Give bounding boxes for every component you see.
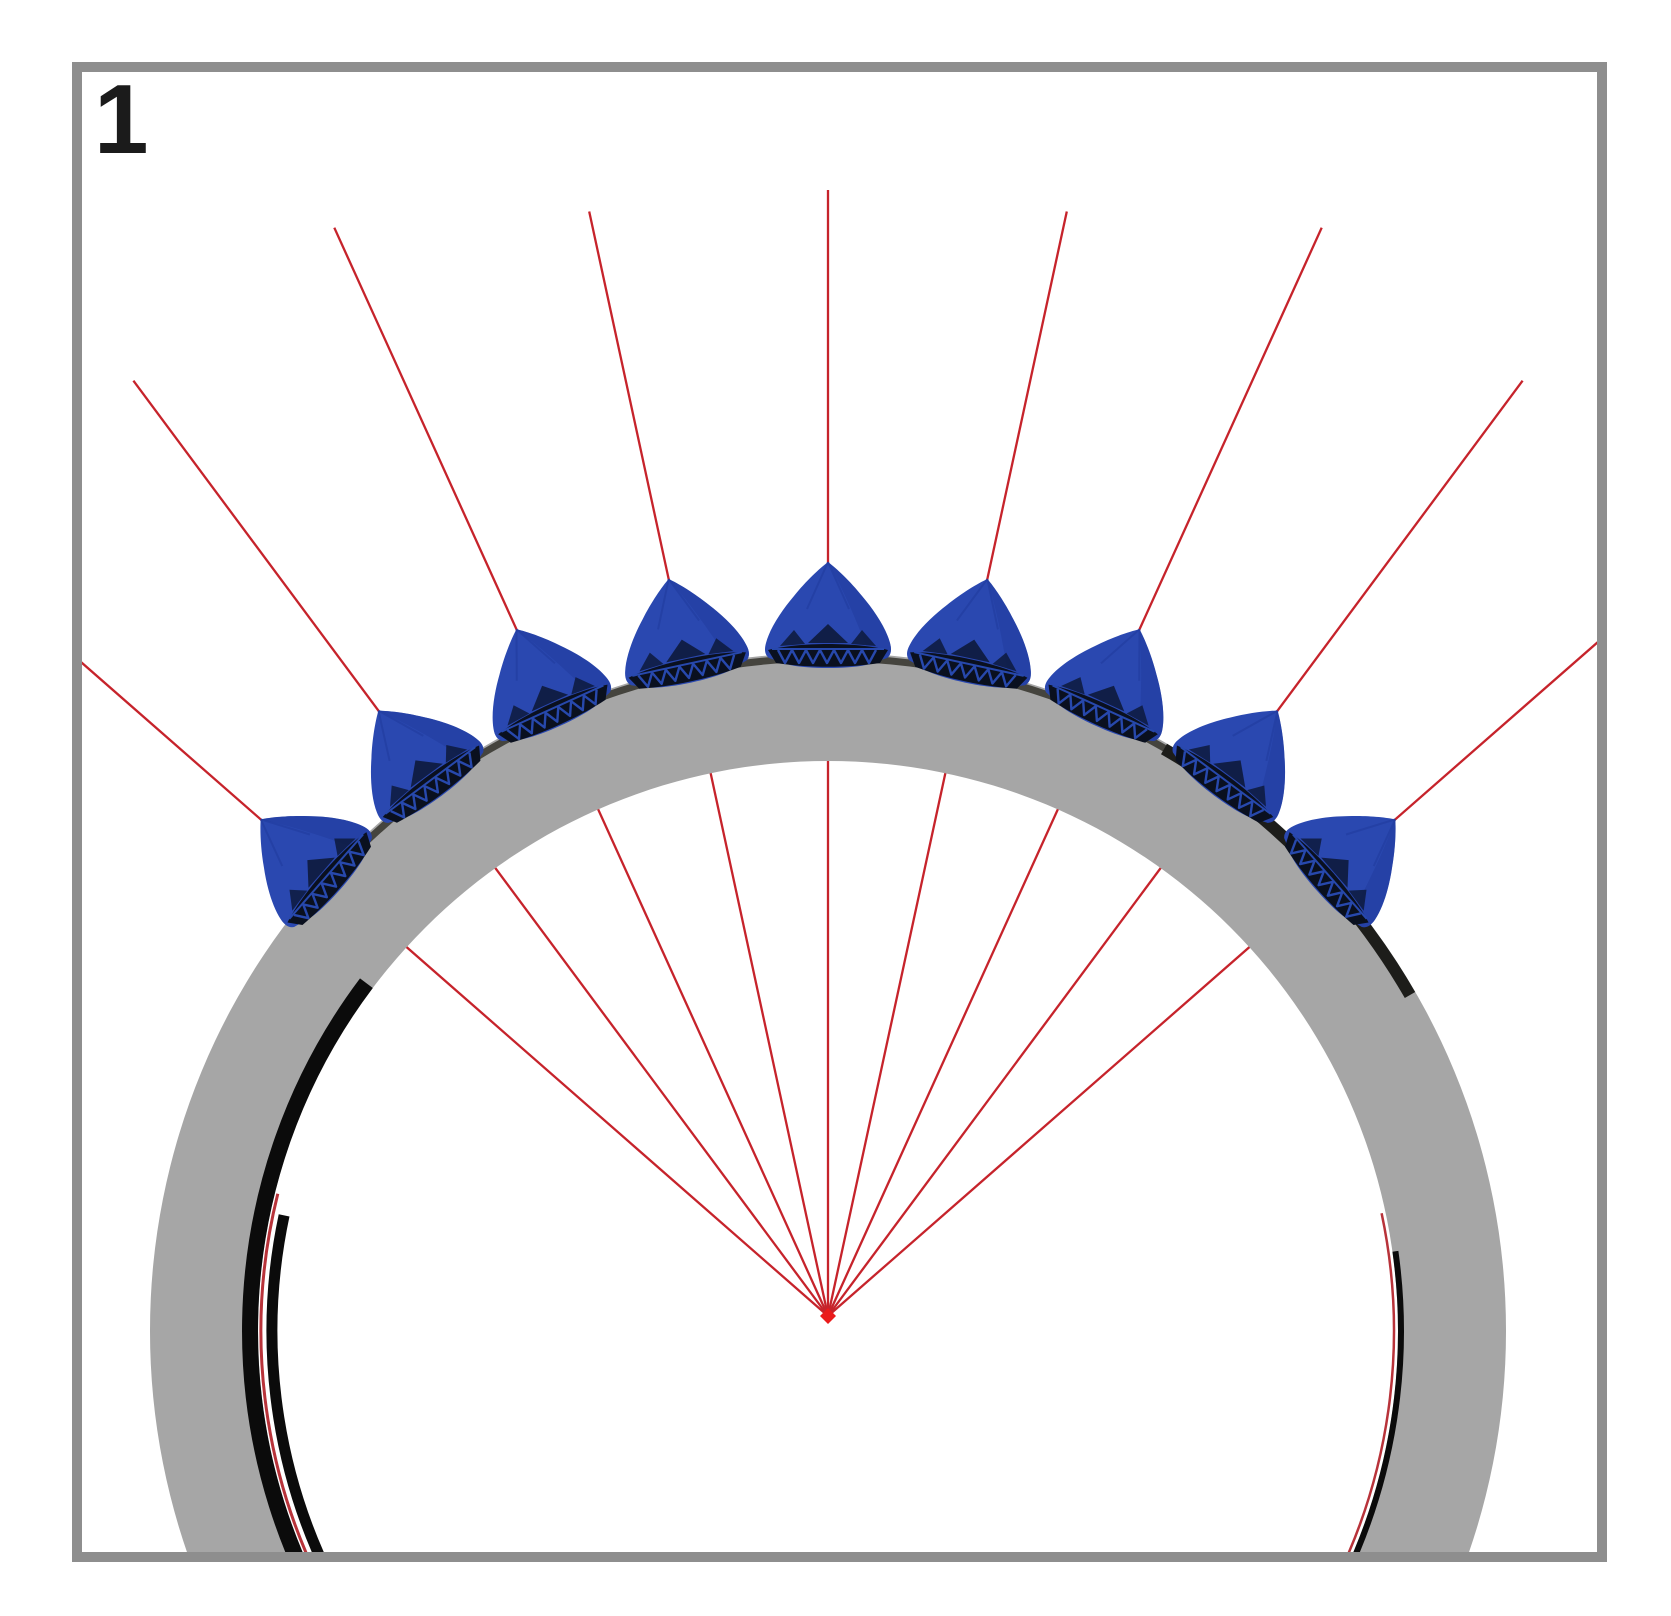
gem-apex-edge — [515, 628, 556, 665]
gem-girdle-line — [914, 651, 1024, 677]
gem-side-shade — [828, 562, 891, 662]
gemstone — [259, 815, 372, 928]
gem-facet-lattice — [1056, 688, 1148, 740]
gem-pavilion-facet — [1087, 685, 1125, 712]
gem-facet-lattice — [918, 654, 1017, 688]
gem-pavilion-facet — [334, 838, 356, 857]
gemstone — [907, 578, 1031, 689]
band-inner-edge-shade — [266, 1214, 324, 1552]
gemstone — [492, 628, 612, 743]
gem-pavilion-facet — [1188, 744, 1211, 763]
gem-pavilion-facet — [922, 638, 948, 655]
gem-apex-edge — [1232, 709, 1279, 737]
gem-facet-lattice — [1289, 839, 1361, 918]
gemstone — [1172, 709, 1286, 823]
figure-frame: 1 — [72, 62, 1607, 1562]
gem-apex-edge — [1100, 628, 1141, 665]
gem-girdle-facets — [1285, 832, 1369, 925]
gem-pavilion-facet — [1321, 857, 1349, 888]
gem-apex-edge — [667, 578, 700, 622]
gem-pavilion-facet — [531, 685, 569, 712]
gemstone — [1284, 815, 1397, 928]
gem-pavilion-facet — [1061, 677, 1085, 695]
gem-apex-edge — [515, 629, 518, 681]
gem-pavilion-facet — [992, 652, 1017, 672]
gem-facet-lattice — [293, 840, 365, 920]
gem-pavilion-facet — [808, 624, 848, 643]
gem-pavilion-facet — [1247, 785, 1267, 807]
gem-facet-lattice — [637, 654, 736, 689]
gem-pavilion-facet — [571, 677, 595, 695]
gem-girdle-line — [501, 684, 604, 733]
band-inner-edge-shade — [1347, 1213, 1396, 1552]
gem-pavilion-facet — [666, 639, 706, 663]
gem-pavilion-facet — [389, 785, 409, 807]
gem-pavilion-facet — [445, 744, 468, 763]
gem-pavilion-facet — [289, 889, 308, 911]
gem-facet-lattice — [776, 648, 878, 665]
gem-pavilion-facet — [639, 652, 664, 672]
gem-pavilion-facet — [950, 639, 990, 663]
gem-apex-edge — [1138, 629, 1141, 681]
gem-apex-edge — [827, 561, 850, 610]
gem-apex-edge — [260, 818, 311, 836]
construction-ray — [827, 641, 1597, 1317]
gem-apex-edge — [259, 818, 284, 867]
gemstone — [1044, 628, 1164, 743]
gemstone — [625, 578, 749, 689]
gem-apex-edge — [1345, 818, 1396, 836]
gem-girdle-line — [1292, 833, 1368, 920]
gem-apex-edge — [657, 578, 670, 630]
ring-diagram-svg — [82, 190, 1597, 1552]
gem-apex-edge — [1265, 710, 1279, 762]
band-inner-edge-shade — [242, 978, 373, 1552]
gemstone — [765, 561, 891, 668]
gem-pavilion-facet — [780, 630, 805, 646]
gem-girdle-facets — [1048, 684, 1158, 743]
gem-pavilion-facet — [708, 638, 734, 655]
gem-pavilion-facet — [410, 760, 443, 788]
gem-pavilion-facet — [851, 630, 876, 646]
gem-apex-edge — [806, 561, 829, 610]
gem-apex-edge — [377, 709, 424, 737]
gem-pavilion-facet — [1213, 760, 1246, 788]
band-inner-edge-shade — [259, 1193, 308, 1552]
gemstone — [370, 709, 484, 823]
gem-girdle-line — [384, 746, 476, 815]
gem-side-shade — [987, 579, 1031, 687]
gem-girdle-line — [1052, 684, 1155, 733]
figure-number-label: 1 — [94, 64, 148, 174]
gem-pavilion-facet — [507, 705, 530, 726]
gem-side-shade — [668, 579, 749, 668]
gem-girdle-facets — [910, 652, 1028, 689]
gem-facet-lattice — [390, 752, 473, 819]
gem-pavilion-facet — [1348, 889, 1367, 911]
construction-ray — [82, 661, 829, 1317]
center-point — [820, 1308, 836, 1324]
gem-facet-lattice — [1181, 751, 1265, 818]
gem-apex-edge — [1372, 818, 1397, 867]
gem-pavilion-facet — [307, 857, 335, 888]
gem-girdle-line — [288, 833, 364, 920]
gem-apex-edge — [377, 710, 391, 762]
gem-apex-edge — [956, 578, 989, 622]
gem-girdle-line — [1180, 746, 1272, 815]
gem-girdle-facets — [382, 745, 481, 823]
gem-pavilion-facet — [1300, 838, 1322, 857]
gem-girdle-line — [632, 651, 742, 677]
gem-facet-lattice — [506, 689, 598, 741]
gem-apex-edge — [986, 578, 999, 630]
gem-pavilion-facet — [1126, 705, 1149, 726]
band-inner-edge-shade — [1353, 1250, 1404, 1552]
